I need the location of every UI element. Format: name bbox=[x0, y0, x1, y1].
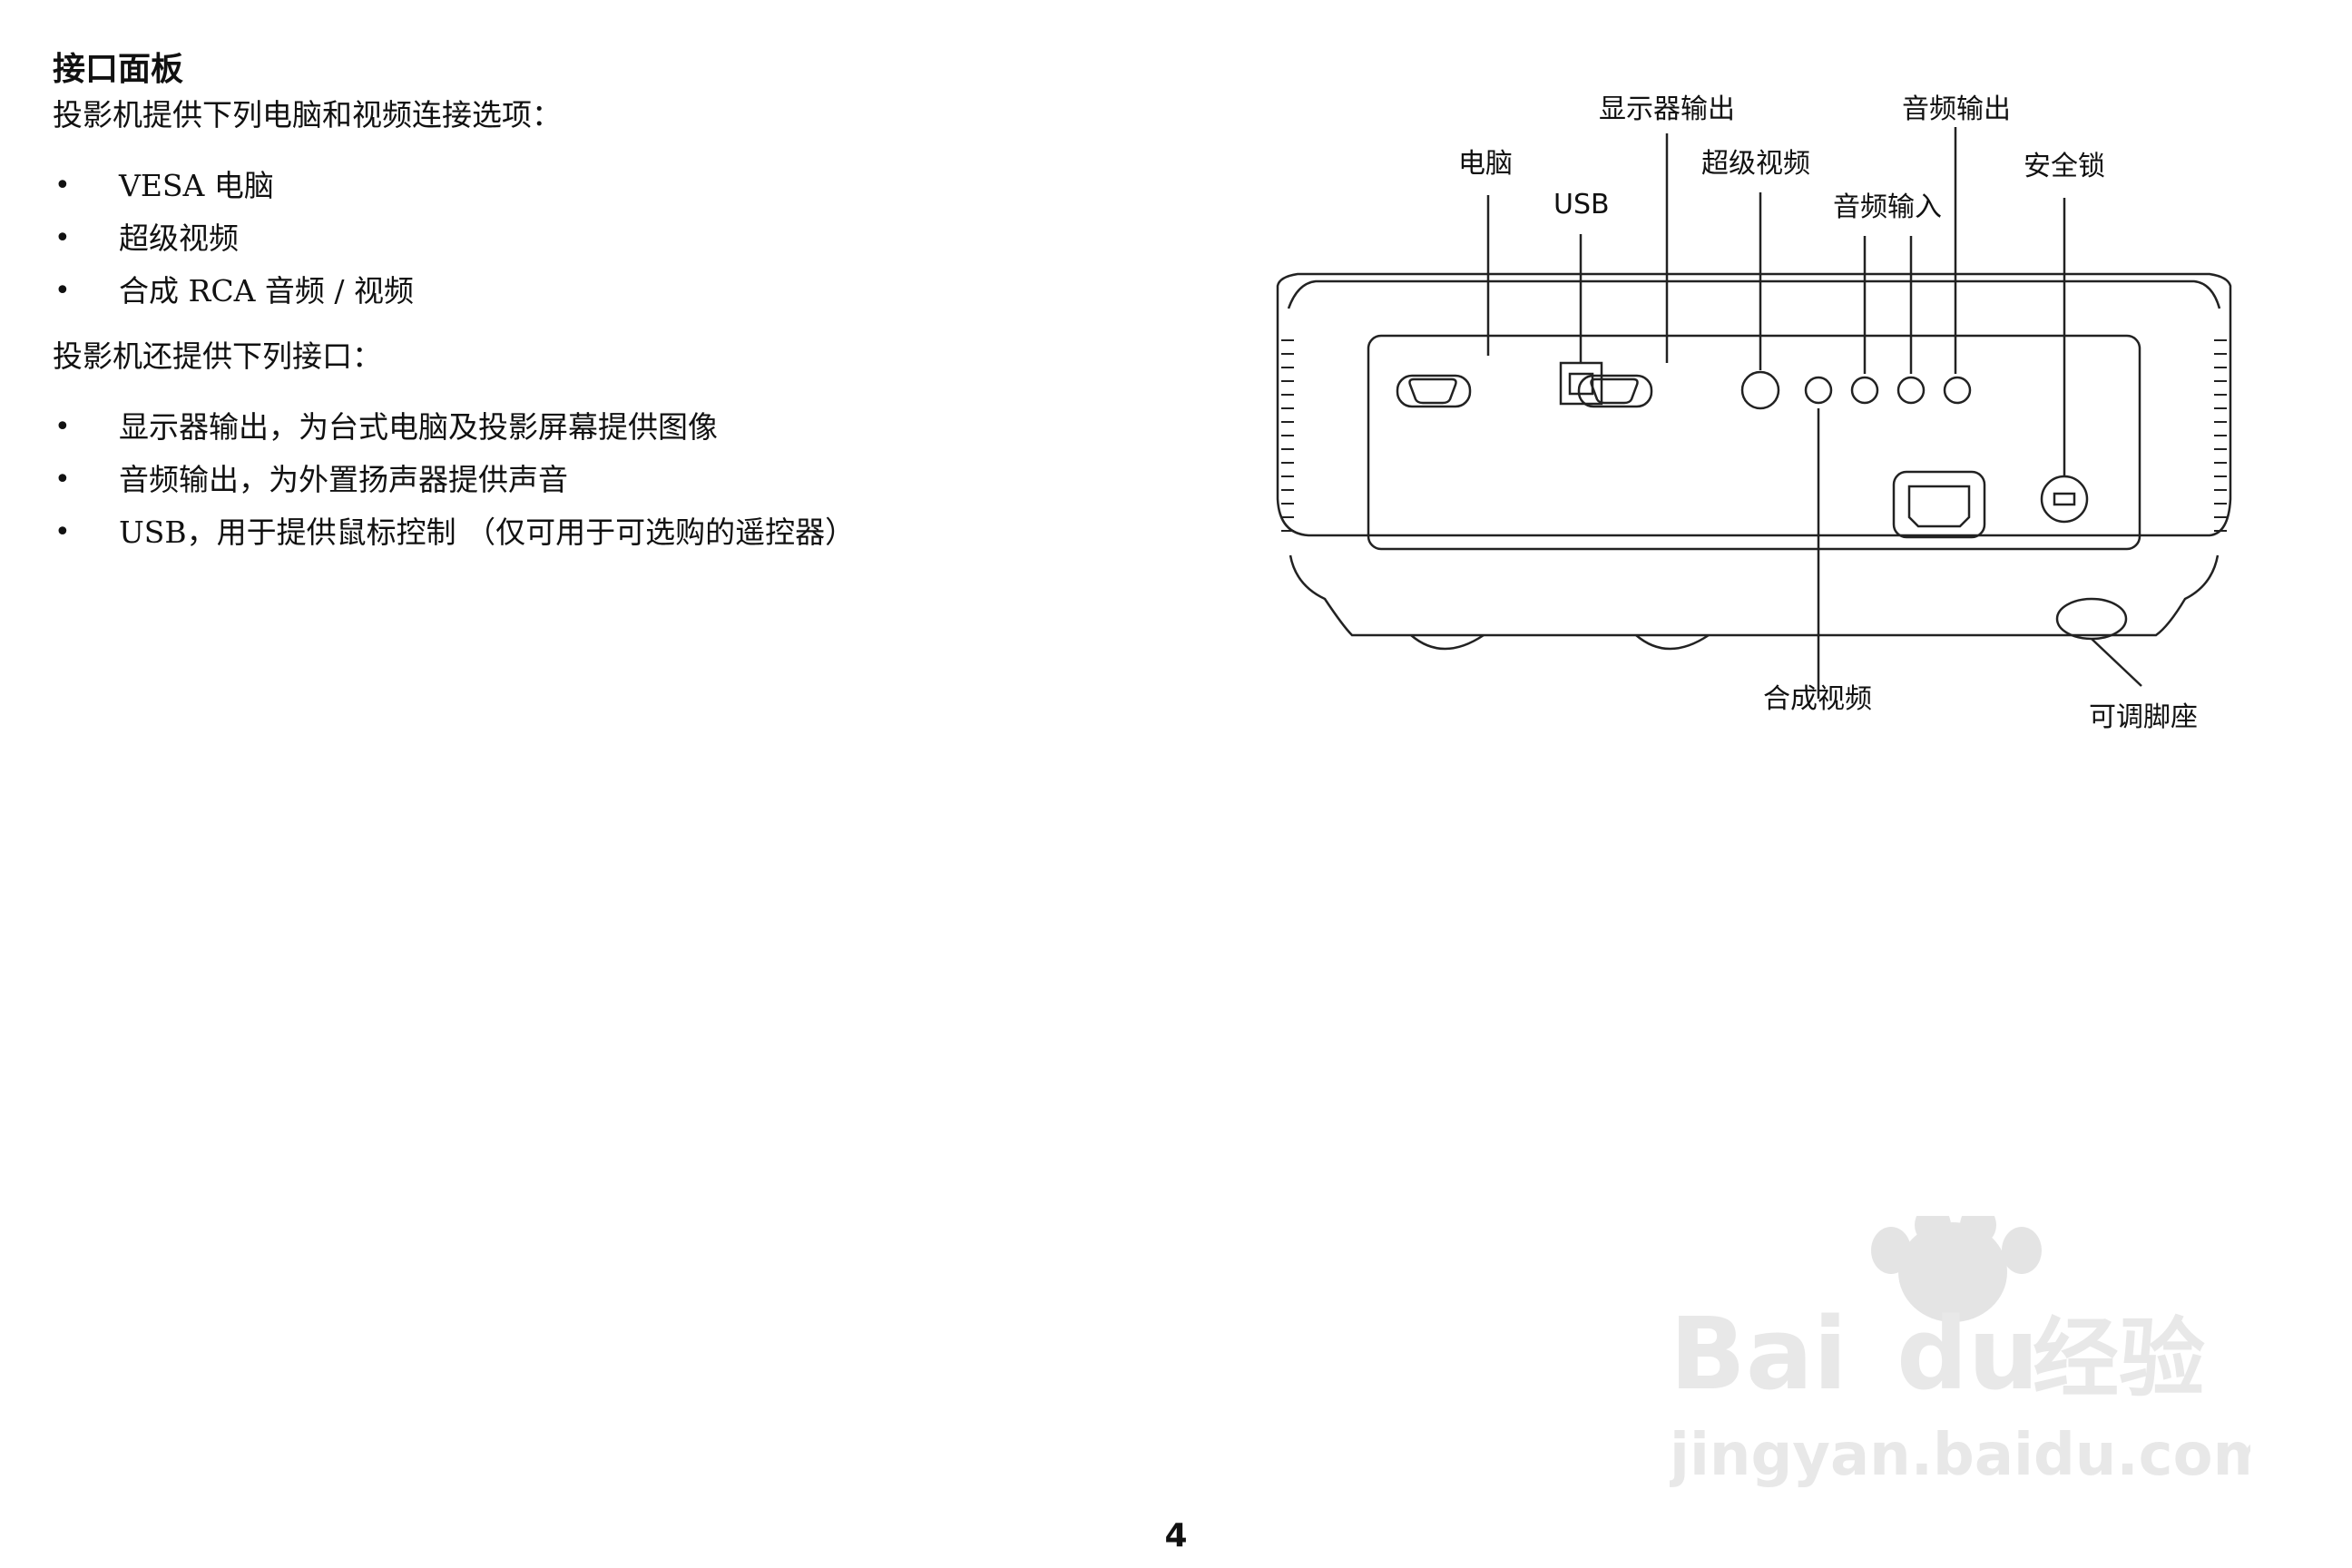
bullet-icon: • bbox=[54, 516, 71, 548]
bullet-icon: • bbox=[54, 170, 71, 201]
list-item: •合成 RCA 音频 / 视频 bbox=[53, 265, 1178, 318]
side-vents bbox=[1281, 339, 2227, 532]
leader-lines bbox=[1486, 127, 2142, 699]
front-foot bbox=[1635, 633, 1710, 651]
input-list: •VESA 电脑 •超级视频 •合成 RCA 音频 / 视频 bbox=[53, 160, 1178, 318]
baidu-watermark: Bai du 经验 jingyan.baidu.com bbox=[1670, 1216, 2250, 1488]
bullet-icon: • bbox=[54, 411, 71, 443]
audio-in-left-port bbox=[1850, 376, 1879, 405]
watermark-suffix: 经验 bbox=[2033, 1309, 2205, 1409]
computer-vga-port bbox=[1396, 374, 1472, 408]
label-s-video: 超级视频 bbox=[1701, 148, 1810, 180]
label-security-lock: 安全锁 bbox=[2024, 151, 2105, 182]
connector-panel-diagram: 电脑 USB 显示器输出 超级视频 音频输出 音频输入 安全锁 合成视频 可调脚… bbox=[1276, 93, 2232, 733]
front-foot bbox=[1410, 633, 1485, 651]
list-item: •VESA 电脑 bbox=[53, 160, 1178, 212]
label-monitor-out: 显示器输出 bbox=[1599, 93, 1735, 125]
projector-top bbox=[1287, 279, 2221, 309]
list-item: •音频输出，为外置扬声器提供声音 bbox=[53, 454, 1178, 506]
bullet-icon: • bbox=[54, 275, 71, 307]
diagram-labels: 电脑 USB 显示器输出 超级视频 音频输出 音频输入 安全锁 合成视频 可调脚… bbox=[1458, 93, 2198, 733]
page-number: 4 bbox=[1164, 1517, 1188, 1554]
label-usb: USB bbox=[1553, 189, 1610, 220]
composite-video-port bbox=[1804, 376, 1833, 405]
watermark-brand-2: du bbox=[1896, 1296, 2039, 1412]
audio-out-port bbox=[1943, 376, 1972, 405]
list-item: •显示器输出，为台式电脑及投影屏幕提供图像 bbox=[53, 401, 1178, 454]
text-column: 接口面板 投影机提供下列电脑和视频连接选项： •VESA 电脑 •超级视频 •合… bbox=[53, 47, 1178, 575]
list-item: •USB，用于提供鼠标控制 （仅可用于可选购的遥控器） bbox=[53, 506, 1178, 559]
section-heading: 接口面板 bbox=[53, 51, 184, 88]
also-paragraph: 投影机还提供下列接口： bbox=[53, 338, 382, 374]
security-lock-slot bbox=[2040, 475, 2089, 524]
projector-base bbox=[1289, 554, 2220, 637]
label-composite-video: 合成视频 bbox=[1763, 683, 1872, 715]
label-adjustable-foot: 可调脚座 bbox=[2089, 701, 2198, 733]
list-item: •超级视频 bbox=[53, 212, 1178, 265]
monitor-out-port bbox=[1577, 374, 1653, 408]
bullet-icon: • bbox=[54, 464, 71, 495]
label-audio-in: 音频输入 bbox=[1833, 191, 1942, 223]
watermark-url: jingyan.baidu.com bbox=[1670, 1422, 2250, 1488]
intro-paragraph: 投影机提供下列电脑和视频连接选项： bbox=[53, 97, 562, 132]
label-audio-out: 音频输出 bbox=[1902, 93, 2011, 125]
output-list: •显示器输出，为台式电脑及投影屏幕提供图像 •音频输出，为外置扬声器提供声音 •… bbox=[53, 401, 1178, 559]
paw-icon bbox=[1871, 1216, 2042, 1322]
audio-in-right-port bbox=[1896, 376, 1926, 405]
s-video-port bbox=[1740, 370, 1780, 410]
label-computer: 电脑 bbox=[1458, 148, 1513, 180]
projector-body bbox=[1276, 272, 2232, 537]
power-socket bbox=[1892, 470, 1986, 539]
adjustable-foot-graphic bbox=[2055, 597, 2128, 641]
connector-panel bbox=[1367, 334, 2141, 551]
bullet-icon: • bbox=[54, 222, 71, 254]
watermark-brand: Bai bbox=[1670, 1296, 1847, 1412]
